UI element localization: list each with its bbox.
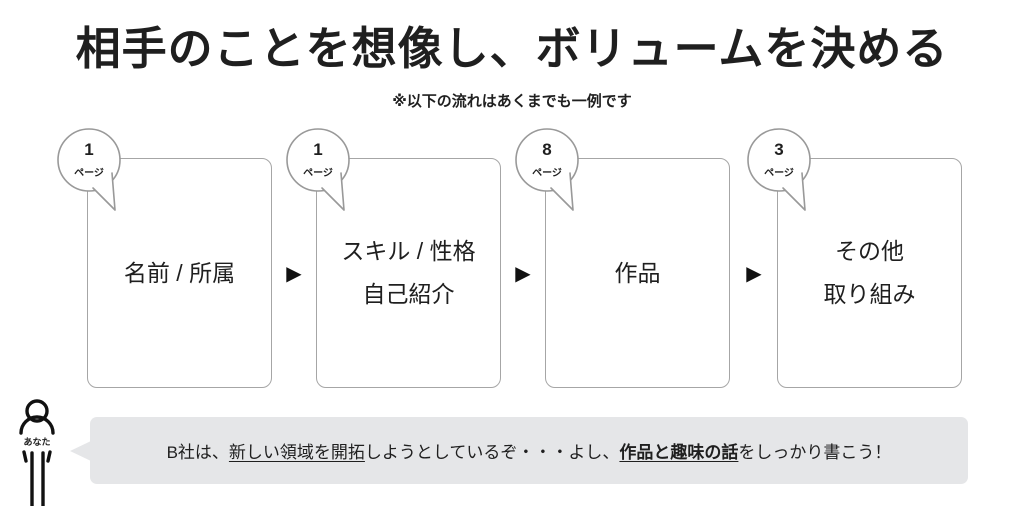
badge-number: 1 (313, 140, 323, 159)
arrow-right-icon: ▶ (515, 262, 531, 285)
person-label: あなた (23, 437, 51, 447)
page-count-badge: 1 ページ (286, 128, 370, 220)
speech-balloon-icon (515, 128, 579, 211)
badge-number: 3 (774, 140, 784, 159)
step-label: 取り組み (823, 281, 916, 307)
speech-bubble: B社は、新しい領域を開拓しようとしているぞ・・・よし、作品と趣味の話をしっかり書… (70, 417, 968, 484)
flow-step-1: 名前 / 所属 1 ページ (57, 128, 272, 388)
step-box: スキル / 性格 自己紹介 (316, 158, 501, 388)
page-count-badge: 1 ページ (57, 128, 141, 220)
badge-number: 1 (84, 140, 94, 159)
badge-unit: ページ (74, 168, 104, 179)
arrow-right-icon: ▶ (286, 262, 302, 285)
page-count-badge: 8 ページ (515, 128, 599, 220)
page-title: 相手のことを想像し、ボリュームを決める (75, 23, 949, 74)
step-label: 作品 (614, 259, 661, 286)
person-icon (19, 399, 55, 506)
badge-unit: ページ (303, 168, 333, 179)
note-text: ※以下の流れはあくまでも一例です (392, 93, 632, 110)
flow-step-4: その他 取り組み 3 ページ (747, 128, 962, 388)
speech-segment: しようとしているぞ・・・よし、 (364, 443, 620, 462)
speech-segment: B社は、 (166, 443, 229, 462)
arrow-right-icon: ▶ (746, 262, 762, 285)
step-box: その他 取り組み (777, 158, 962, 388)
speech-bubble-tail-icon (70, 441, 91, 461)
speech-balloon-icon (57, 128, 121, 211)
speech-text: B社は、新しい領域を開拓しようとしているぞ・・・よし、作品と趣味の話をしっかり書… (167, 438, 892, 463)
flow-step-2: スキル / 性格 自己紹介 1 ページ (286, 128, 501, 388)
step-box: 名前 / 所属 (87, 158, 272, 388)
person-figure: あなた (15, 398, 81, 506)
step-label: スキル / 性格 (341, 238, 476, 265)
speech-segment-bold-underlined: 作品と趣味の話 (619, 443, 739, 462)
step-label: 名前 / 所属 (123, 259, 236, 286)
speech-segment: をしっかり書こう！ (738, 443, 892, 462)
badge-number: 8 (542, 140, 552, 159)
badge-unit: ページ (532, 168, 562, 179)
step-label: 自己紹介 (362, 281, 455, 307)
flow-step-3: 作品 8 ページ (515, 128, 730, 388)
speech-balloon-icon (747, 128, 811, 211)
speech-segment-underlined: 新しい領域を開拓 (228, 443, 365, 462)
speech-balloon-icon (286, 128, 350, 211)
step-label: その他 (835, 238, 904, 265)
badge-unit: ページ (764, 168, 794, 179)
step-box: 作品 (545, 158, 730, 388)
page-count-badge: 3 ページ (747, 128, 831, 220)
